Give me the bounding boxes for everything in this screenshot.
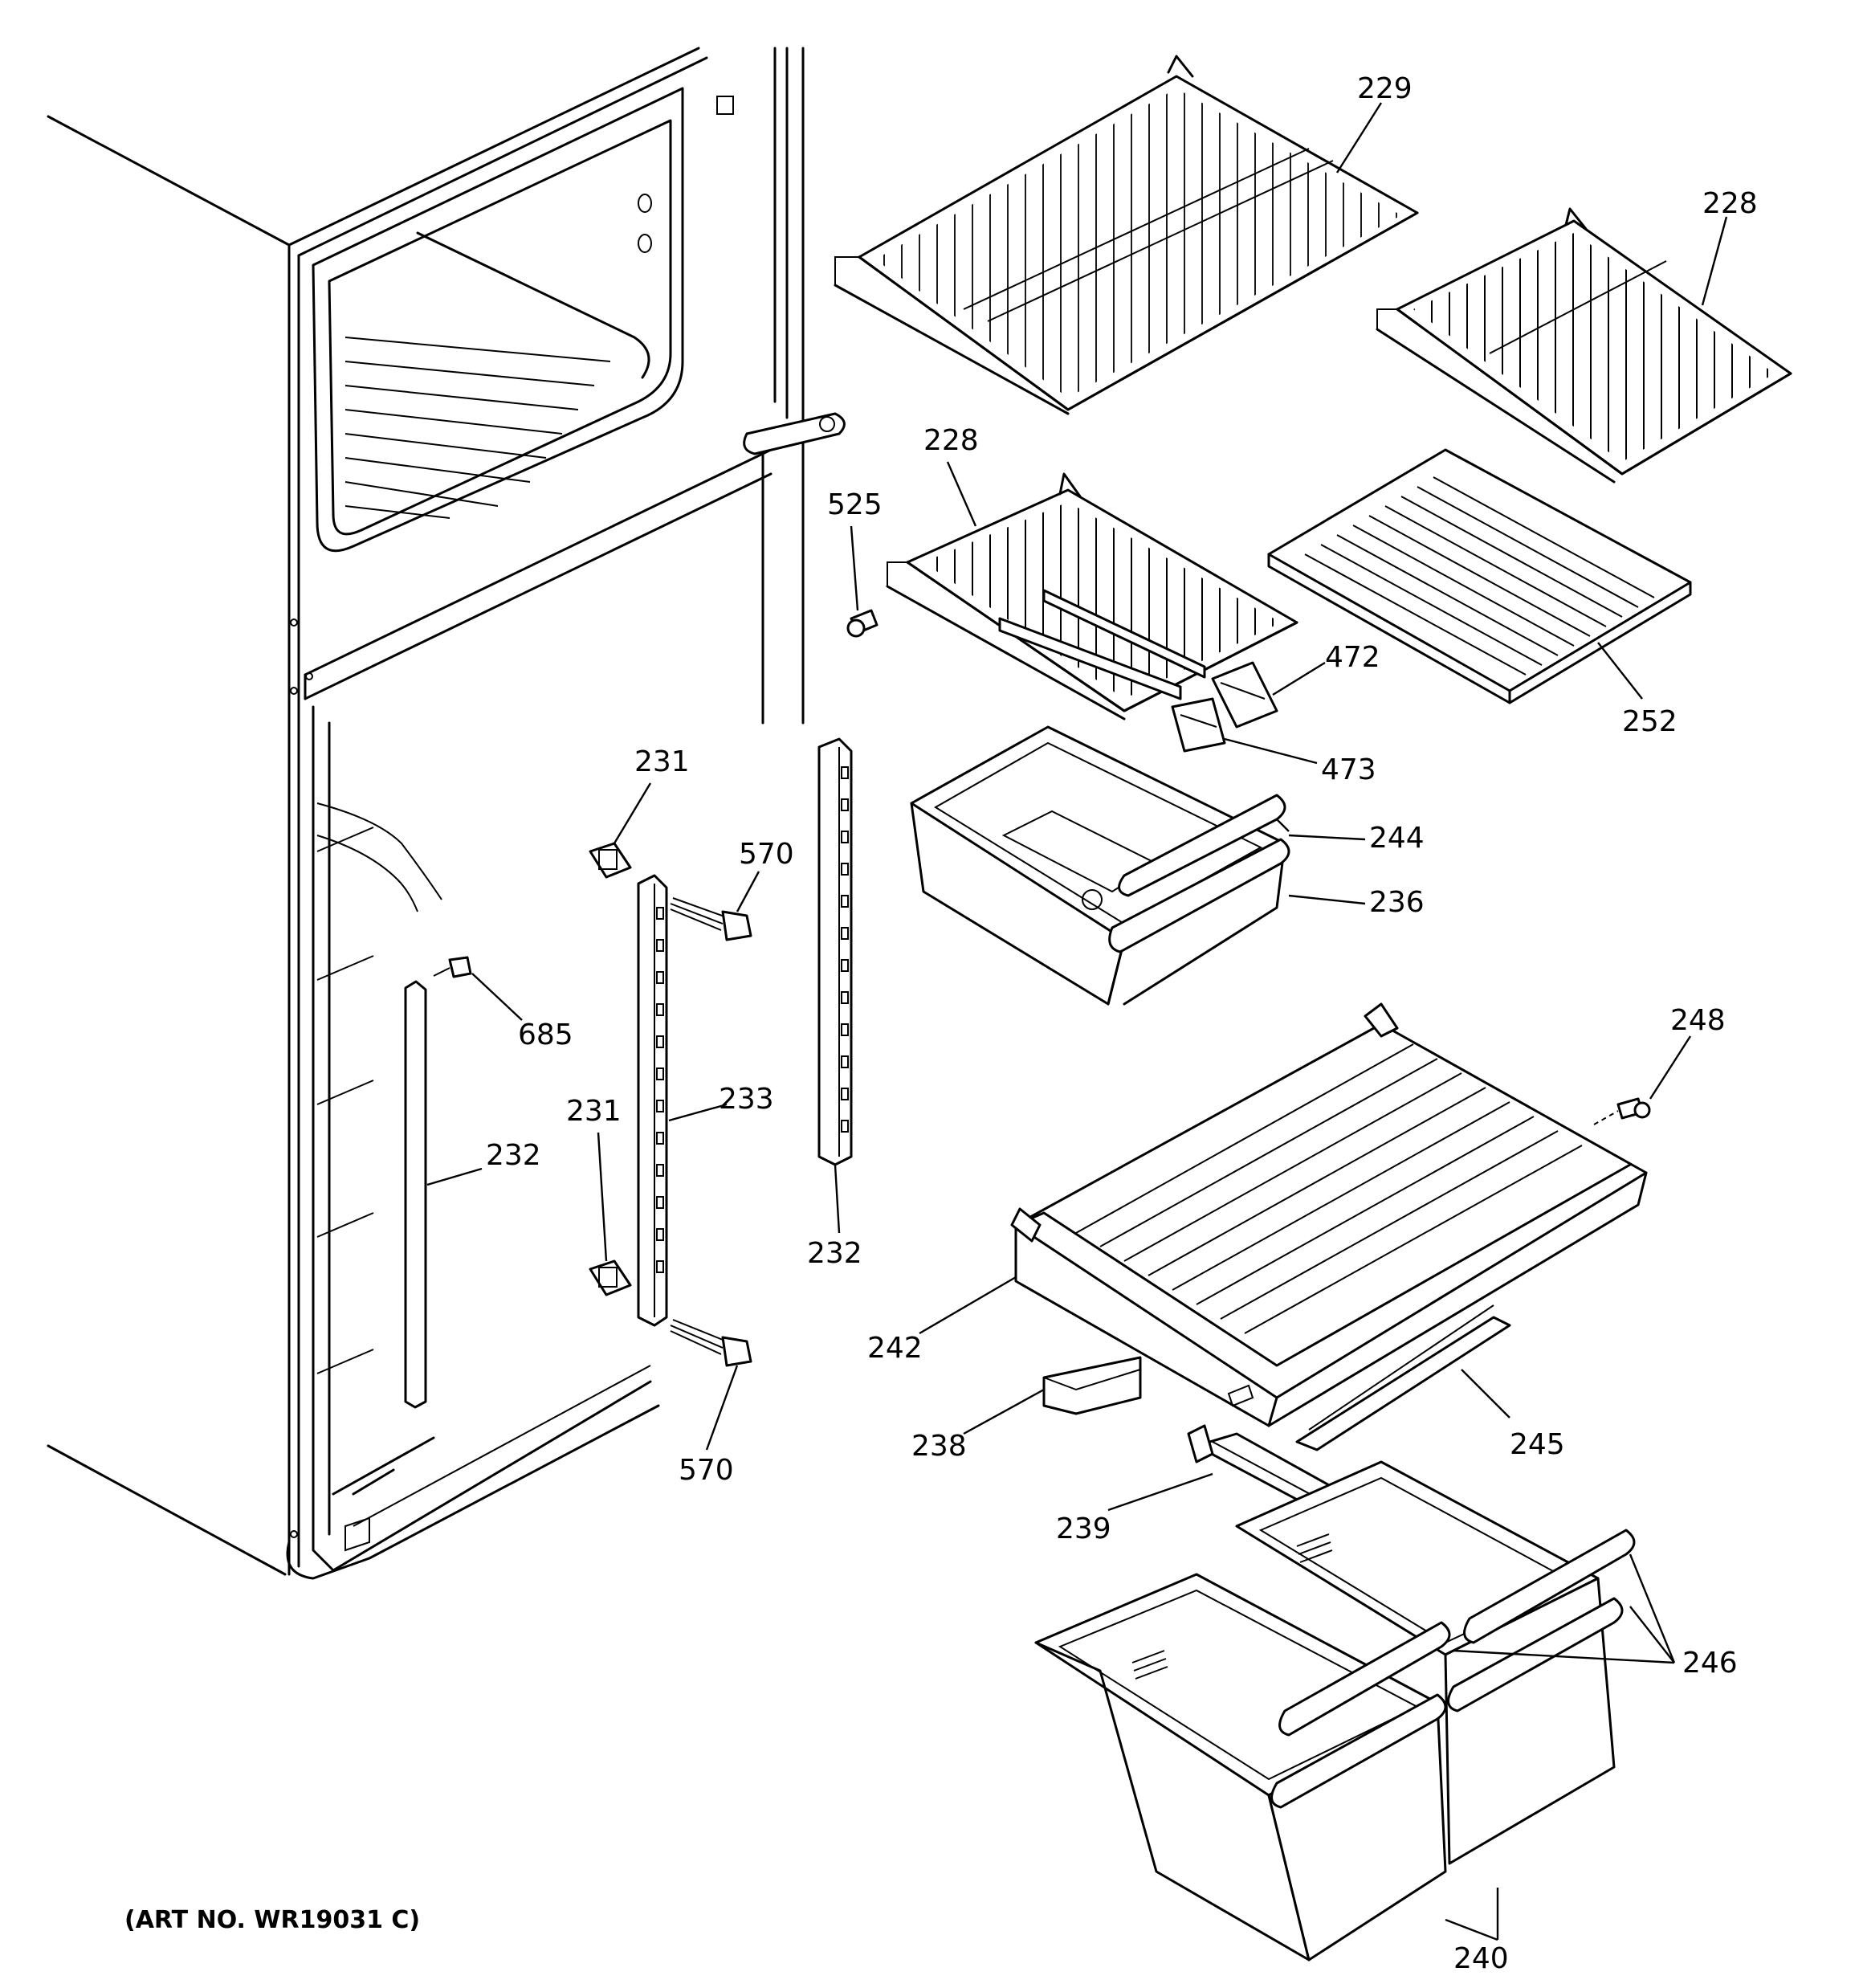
callout-231: 231 (634, 745, 690, 778)
shelf-rail-232-right (817, 737, 853, 1166)
refrigerator-cabinet (47, 47, 846, 1580)
callout-233: 233 (719, 1083, 774, 1116)
callout-245: 245 (1510, 1428, 1565, 1461)
wire-shelf-228-left (886, 472, 1298, 720)
callout-472: 472 (1325, 641, 1380, 674)
callout-labels: 229 228 228 525 472 252 473 231 570 244 … (486, 72, 1758, 1975)
screw-248 (1593, 1097, 1651, 1125)
shelf-rail-232-left (404, 980, 427, 1409)
clip-231-bottom (589, 1259, 632, 1296)
deli-pan-236 (910, 725, 1290, 1006)
callout-228: 228 (1702, 187, 1758, 220)
shelf-trim-245 (1295, 1304, 1511, 1451)
shelf-rail-233 (637, 874, 668, 1327)
art-number: (ART NO. WR19031 C) (124, 1906, 420, 1934)
screw-570-bottom (670, 1319, 752, 1367)
clip-231-top (589, 842, 632, 879)
leader-lines (426, 102, 1728, 1941)
screw-685 (433, 956, 472, 978)
callout-246: 246 (1682, 1647, 1738, 1680)
callout-685: 685 (518, 1018, 573, 1051)
glass-panel-252 (1267, 448, 1692, 704)
callout-238: 238 (911, 1430, 967, 1463)
spill-proof-shelf-242 (1010, 1002, 1648, 1427)
callout-525: 525 (827, 488, 883, 521)
callout-570: 570 (679, 1454, 734, 1487)
callout-239: 239 (1056, 1512, 1111, 1545)
wire-shelf-229 (834, 55, 1419, 415)
callout-240: 240 (1453, 1942, 1509, 1975)
callout-242: 242 (867, 1332, 923, 1365)
callout-232: 232 (807, 1237, 862, 1270)
callout-570: 570 (739, 838, 794, 871)
screw-525 (846, 609, 879, 638)
callout-236: 236 (1369, 886, 1425, 919)
callout-248: 248 (1670, 1004, 1726, 1037)
slide-rail-472 (1211, 661, 1278, 729)
callout-232: 232 (486, 1139, 541, 1172)
callout-231: 231 (566, 1095, 622, 1128)
callout-252: 252 (1622, 705, 1678, 738)
shelf-frame-238 (1042, 1356, 1142, 1415)
wire-shelf-228-right (1376, 207, 1792, 484)
crisper-drawer-240-left (1034, 1573, 1447, 1961)
drawer-handle-246 (1270, 1529, 1636, 1809)
callout-229: 229 (1357, 72, 1413, 105)
screw-570-top (670, 897, 752, 941)
callout-228: 228 (923, 424, 979, 457)
slide-rail-473 (1171, 697, 1226, 753)
callout-473: 473 (1321, 753, 1376, 786)
callout-244: 244 (1369, 822, 1425, 855)
